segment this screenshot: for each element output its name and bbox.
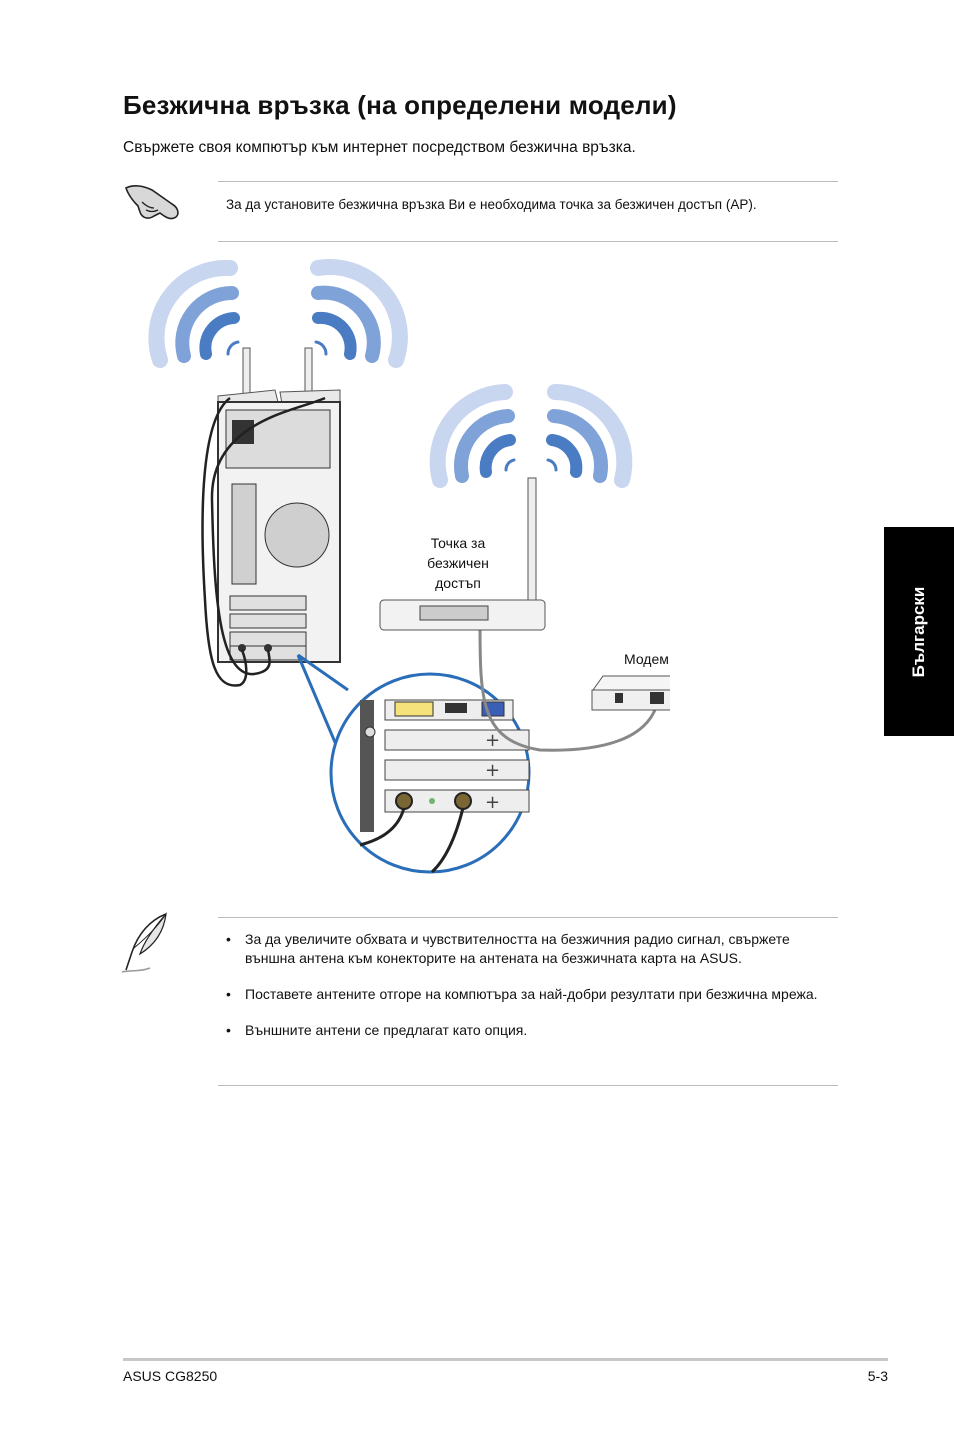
access-point-label-line: безжичен	[427, 555, 489, 571]
list-item: Външните антени се предлагат като опция.	[226, 1021, 838, 1040]
modem-label: Модем	[624, 651, 669, 667]
pc-left-signal-waves	[148, 259, 240, 368]
intro-text: Свържете своя компютър към интернет поср…	[123, 139, 636, 156]
wireless-connection-diagram: + + +	[148, 259, 670, 874]
feather-pen-icon	[121, 912, 167, 973]
tips-bottom-rule	[218, 1085, 838, 1086]
list-item: Поставете антените отгоре на компютъра з…	[226, 985, 838, 1004]
access-point-label-line: достъп	[435, 575, 481, 591]
antenna-cable-right	[210, 396, 326, 676]
footer-model: ASUS CG8250	[123, 1368, 218, 1384]
antenna-cable-left	[201, 396, 248, 687]
svg-text:+: +	[485, 792, 500, 813]
language-side-tab: Български	[884, 527, 954, 736]
pc-antennas	[217, 347, 341, 405]
modem-device	[591, 675, 670, 711]
footer-rule	[123, 1358, 888, 1361]
pc-tower-rear	[217, 401, 341, 663]
access-point-label: Точка за безжичен достъп	[408, 533, 508, 593]
note-text: За да установите безжична връзка Ви е не…	[226, 197, 757, 212]
list-item: За да увеличите обхвата и чувствителност…	[226, 930, 838, 968]
page-title: Безжична връзка (на определени модели)	[123, 90, 677, 120]
access-point-signal-waves	[429, 384, 633, 488]
pointing-hand-icon	[125, 185, 179, 220]
pc-right-signal-waves	[310, 259, 408, 368]
note-top-rule	[218, 181, 838, 182]
svg-text:+: +	[485, 760, 500, 781]
footer-page-number: 5-3	[867, 1368, 888, 1384]
tips-top-rule	[218, 917, 838, 918]
access-point-device	[379, 477, 546, 631]
svg-text:+: +	[485, 730, 500, 751]
network-cable	[478, 619, 660, 752]
tips-list: За да увеличите обхвата и чувствителност…	[226, 930, 838, 1057]
zoomed-connector-detail: + + +	[329, 672, 531, 874]
access-point-label-line: Точка за	[430, 535, 486, 551]
language-side-tab-label: Български	[909, 586, 928, 677]
note-bottom-rule	[218, 241, 838, 242]
